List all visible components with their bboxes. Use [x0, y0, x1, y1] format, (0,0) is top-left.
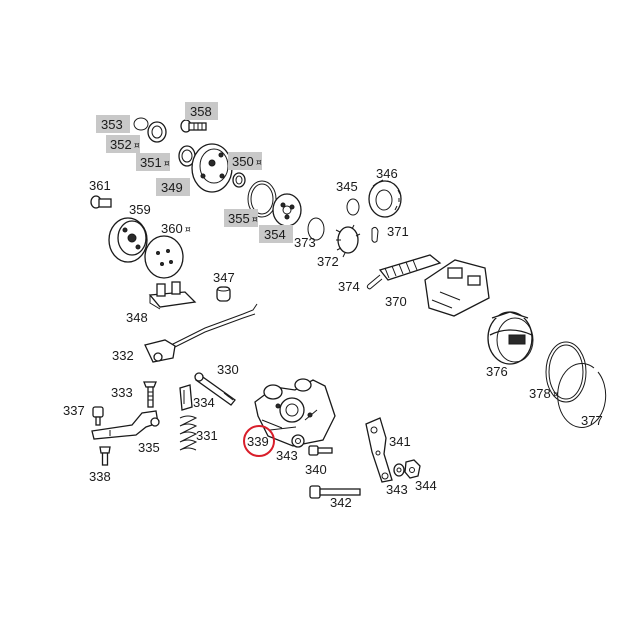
callout-370[interactable]: 370 [385, 294, 407, 309]
highlight-350 [228, 152, 262, 170]
callout-361[interactable]: 361 [89, 178, 111, 193]
callout-334[interactable]: 334 [193, 395, 215, 410]
callout-359[interactable]: 359 [129, 202, 151, 217]
callout-343b[interactable]: 343 [386, 482, 408, 497]
pin-374-part[interactable] [366, 274, 383, 290]
linkage-332-part[interactable] [144, 303, 258, 363]
callout-331[interactable]: 331 [196, 428, 218, 443]
callout-373[interactable]: 373 [294, 235, 316, 250]
gear-372-part[interactable] [335, 224, 361, 258]
bolt-340-part[interactable] [308, 445, 333, 456]
washer-343b-part[interactable] [393, 463, 405, 477]
callout-342[interactable]: 342 [330, 495, 352, 510]
marker-360: ¤ [185, 225, 191, 235]
callout-355[interactable]: 355 [228, 211, 250, 226]
callout-337[interactable]: 337 [63, 403, 85, 418]
callout-348[interactable]: 348 [126, 310, 148, 325]
spring-331-part[interactable] [179, 415, 198, 451]
selected-part-indicator [243, 425, 275, 457]
lever-335-part[interactable] [91, 410, 160, 440]
marker-351: ¤ [164, 159, 170, 169]
callout-378[interactable]: 378 [529, 386, 551, 401]
disk-360-part[interactable] [144, 235, 184, 279]
ring-377-part[interactable] [557, 362, 607, 428]
callout-347[interactable]: 347 [213, 270, 235, 285]
callout-338[interactable]: 338 [89, 469, 111, 484]
marker-378: ¤ [553, 390, 559, 400]
screw-338-part[interactable] [99, 446, 111, 466]
seal-350-part[interactable] [232, 172, 246, 188]
callout-341[interactable]: 341 [389, 434, 411, 449]
callout-354[interactable]: 354 [264, 227, 286, 242]
washer-352-part[interactable] [147, 121, 167, 143]
bolt-358-part[interactable] [180, 119, 207, 133]
callout-345[interactable]: 345 [336, 179, 358, 194]
callout-332[interactable]: 332 [112, 348, 134, 363]
callout-333[interactable]: 333 [111, 385, 133, 400]
highlight-352 [106, 135, 140, 153]
callout-350[interactable]: 350 [232, 154, 254, 169]
gear-346-part[interactable] [368, 179, 402, 218]
screw-333-part[interactable] [143, 381, 157, 408]
highlight-351 [136, 153, 170, 171]
plate-354-part[interactable] [272, 193, 302, 227]
callout-346[interactable]: 346 [376, 166, 398, 181]
callout-371[interactable]: 371 [387, 224, 409, 239]
callout-349[interactable]: 349 [161, 180, 183, 195]
callout-339[interactable]: 339 [247, 434, 269, 449]
clip-371-part[interactable] [371, 226, 379, 243]
housing-349-part[interactable] [191, 143, 233, 193]
bracket-341-part[interactable] [365, 417, 393, 483]
housing-339-part[interactable] [254, 378, 336, 447]
highlight-358 [185, 102, 218, 120]
snap-ring-353-part[interactable] [133, 117, 149, 131]
bolt-342-part[interactable] [309, 485, 361, 499]
ring-345-part[interactable] [346, 198, 360, 216]
callout-372[interactable]: 372 [317, 254, 339, 269]
callout-377[interactable]: 377 [581, 413, 603, 428]
screw-337-part[interactable] [92, 406, 104, 426]
callout-376[interactable]: 376 [486, 364, 508, 379]
callout-353[interactable]: 353 [101, 117, 123, 132]
callout-351[interactable]: 351 [140, 155, 162, 170]
marker-352: ¤ [134, 141, 140, 151]
highlight-353 [96, 115, 130, 133]
callout-374[interactable]: 374 [338, 279, 360, 294]
callout-335[interactable]: 335 [138, 440, 160, 455]
cover-376-part[interactable] [487, 311, 534, 365]
marker-350: ¤ [256, 158, 262, 168]
callout-343a[interactable]: 343 [276, 448, 298, 463]
nut-344-part[interactable] [404, 459, 421, 479]
shaft-370-part[interactable] [378, 254, 490, 317]
callout-340[interactable]: 340 [305, 462, 327, 477]
callout-352[interactable]: 352 [110, 137, 132, 152]
rod-330-part[interactable] [194, 372, 236, 406]
nut-343a-part[interactable] [291, 434, 305, 448]
highlight-355 [224, 209, 258, 227]
callout-358[interactable]: 358 [190, 104, 212, 119]
highlight-349 [156, 178, 190, 196]
ring-378-part[interactable] [545, 341, 587, 403]
bushing-347-part[interactable] [216, 286, 231, 302]
callout-360[interactable]: 360 [161, 221, 183, 236]
ring-373-part[interactable] [307, 217, 325, 241]
callout-330[interactable]: 330 [217, 362, 239, 377]
marker-355: ¤ [252, 215, 258, 225]
callout-344[interactable]: 344 [415, 478, 437, 493]
bracket-348-part[interactable] [148, 281, 197, 310]
highlight-354 [259, 225, 293, 243]
clip-334-part[interactable] [179, 384, 193, 411]
bolt-361-part[interactable] [90, 195, 112, 209]
pulley-359-part[interactable] [108, 217, 148, 263]
